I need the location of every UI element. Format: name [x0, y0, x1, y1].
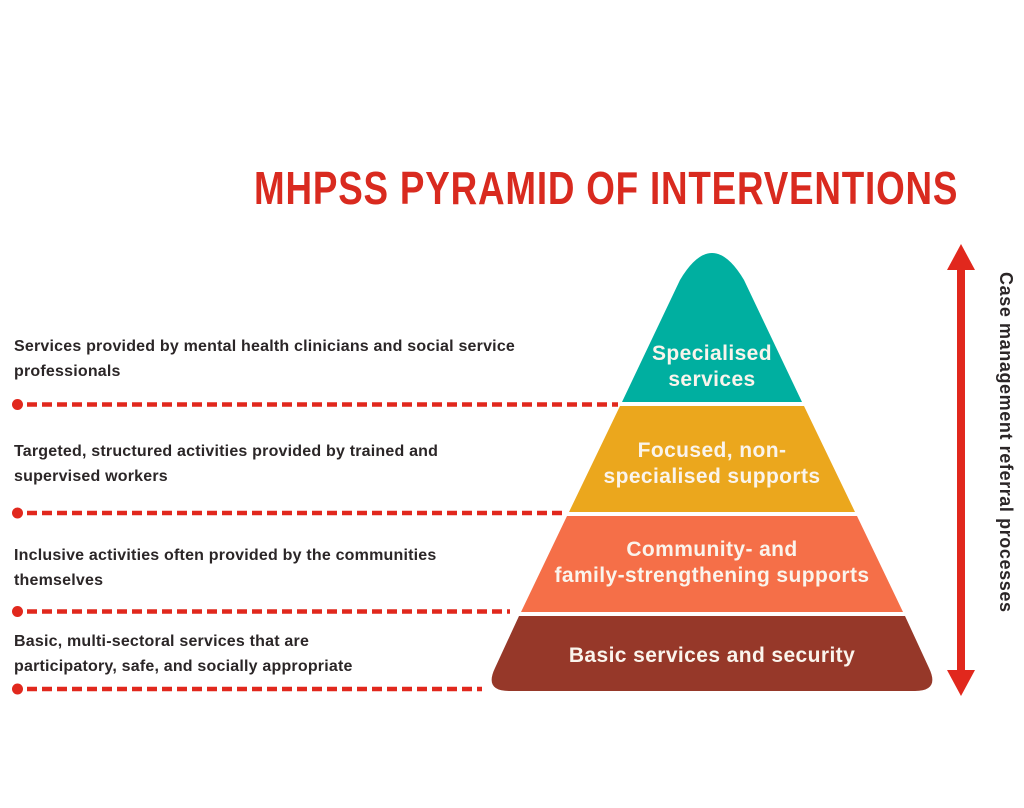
pyramid-label-line: services	[668, 368, 756, 391]
referral-arrow-head-down-icon	[947, 670, 975, 696]
divider-dot-1	[12, 399, 23, 410]
annotation-line: Services provided by mental health clini…	[14, 338, 516, 355]
pyramid-label-specialised-services: Specialised services	[452, 341, 972, 393]
annotation-focused-supports: Targeted, structured activities provided…	[14, 439, 438, 489]
annotation-basic-services: Basic, multi-sectoral services that are …	[14, 629, 353, 679]
referral-arrow	[947, 244, 975, 696]
annotation-line: participatory, safe, and socially approp…	[14, 658, 353, 675]
divider-dot-2	[12, 507, 23, 519]
dashed-divider-1	[12, 399, 618, 410]
pyramid-label-line: Specialised	[652, 342, 772, 365]
annotation-line: professionals	[14, 363, 121, 380]
annotation-line: Inclusive activities often provided by t…	[14, 547, 437, 564]
annotation-line: Basic, multi-sectoral services that are	[14, 633, 310, 650]
page-title: MHPSS PYRAMID OF INTERVENTIONS	[166, 164, 957, 214]
case-management-axis-label: Case management referral processes	[996, 272, 1016, 613]
dashed-divider-2	[12, 507, 567, 519]
divider-dot-3	[12, 606, 23, 617]
dashed-divider-3	[12, 606, 510, 617]
divider-dot-4	[12, 683, 23, 695]
pyramid-label-line: Community- and	[626, 538, 798, 561]
pyramid-level-specialised-services	[622, 253, 802, 402]
pyramid-label-line: Focused, non-	[637, 439, 787, 462]
annotation-line: Targeted, structured activities provided…	[14, 443, 439, 460]
pyramid-label-line: specialised supports	[603, 465, 821, 488]
pyramid-label-community-supports: Community- and family-strengthening supp…	[452, 537, 972, 589]
pyramid-level-focused-supports	[569, 406, 855, 512]
annotation-line: supervised workers	[14, 468, 168, 485]
pyramid-level-community-supports	[521, 516, 903, 612]
pyramid-level-basic-services	[491, 616, 933, 691]
pyramid-label-basic-services: Basic services and security	[452, 643, 972, 669]
pyramid-label-line: Basic services and security	[568, 644, 856, 667]
referral-arrow-shaft	[957, 262, 965, 676]
annotation-community-supports: Inclusive activities often provided by t…	[14, 543, 436, 593]
page-title-text: MHPSS PYRAMID OF INTERVENTIONS	[254, 162, 959, 214]
dashed-divider-4	[12, 683, 482, 695]
pyramid-label-focused-supports: Focused, non- specialised supports	[452, 438, 972, 490]
annotation-specialised-services: Services provided by mental health clini…	[14, 334, 515, 384]
referral-arrow-head-up-icon	[947, 244, 975, 270]
annotation-line: themselves	[14, 572, 104, 589]
pyramid-label-line: family-strengthening supports	[554, 564, 870, 587]
